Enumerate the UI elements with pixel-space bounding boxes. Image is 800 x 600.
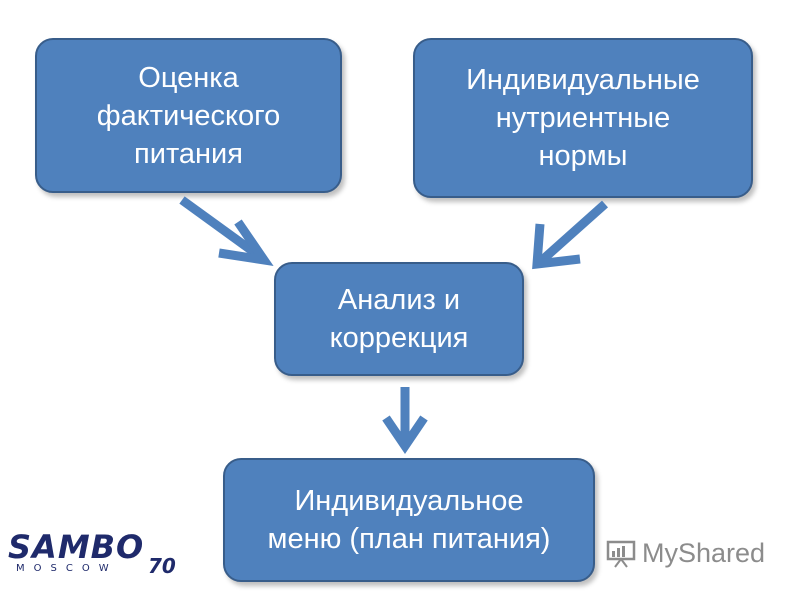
- node-analysis-label: Анализ и коррекция: [329, 284, 469, 354]
- node-assessment-label: Оценка фактического питания: [96, 61, 281, 170]
- node-menu: Индивидуальное меню (план питания): [223, 458, 595, 582]
- node-norms-label: Индивидуальные нутриентные нормы: [466, 64, 700, 172]
- node-menu-label: Индивидуальное меню (план питания): [267, 485, 551, 555]
- sambo-logo-city: MOSCOW: [16, 563, 118, 574]
- sambo-logo-number: 70: [148, 554, 176, 578]
- myshared-logo-text: MyShared: [642, 538, 766, 568]
- node-assessment: Оценка фактического питания: [35, 38, 342, 193]
- presentation-board-icon: [606, 540, 636, 568]
- myshared-logo: MyShared: [606, 538, 765, 569]
- node-norms: Индивидуальные нутриентные нормы: [413, 38, 753, 198]
- arrow-norms-to-analysis: [532, 200, 608, 270]
- sambo-logo-word: SAMBO: [8, 528, 145, 566]
- node-analysis: Анализ и коррекция: [274, 262, 524, 376]
- arrow-analysis-to-menu: [382, 387, 428, 455]
- sambo-logo: SAMBO MOSCOW 70: [8, 530, 198, 578]
- arrow-assessment-to-analysis: [179, 196, 274, 267]
